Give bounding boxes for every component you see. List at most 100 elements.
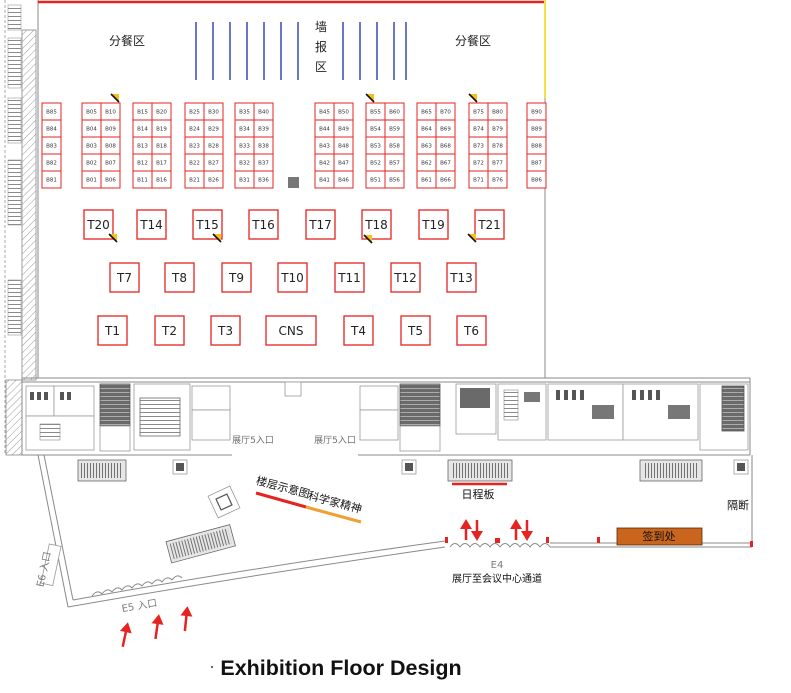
table-box [154,315,185,346]
booth-cell [41,170,62,189]
table-label: T1 [104,324,120,338]
booth-label: B23 [189,144,200,150]
booth-label: B82 [46,161,57,167]
hall-5-entrance-label: 展厅5入口 [314,435,356,446]
table-booth: T8 [164,262,195,293]
booth-label: B88 [531,144,542,150]
up-arrow-icon [119,622,132,648]
booth-label: B20 [156,110,167,116]
booth-label: B52 [370,161,381,167]
booth-cell [384,170,405,189]
e4-entrance-label: E4 [491,560,504,571]
up-arrow-icon [510,519,522,540]
table-box [474,209,505,240]
booth-label: B74 [473,127,484,133]
booth-label: B25 [189,110,200,116]
booth-label: B04 [86,127,97,133]
corner-markers [108,93,478,244]
booth-label: B84 [46,127,57,133]
table-booth: T3 [210,315,241,346]
booth-label: B53 [370,144,381,150]
table-label: T12 [393,271,417,285]
corner-marker [365,93,375,103]
table-box [265,315,317,346]
table-box [210,315,241,346]
dining-area-left-label: 分餐区 [109,33,145,48]
booth-label: B15 [137,110,148,116]
booth-label: B79 [492,127,503,133]
booth-label: B78 [492,144,503,150]
booth-rows: B85B84B83B82B81B05B04B03B02B01B10B09B08B… [41,102,547,189]
booth-label: B61 [421,178,432,184]
booth-label: B09 [105,127,116,133]
scientist-spirit-board [305,505,362,524]
booth-cell [151,170,172,189]
booth-label: B34 [239,127,250,133]
corner-marker [212,233,222,243]
check-in-desk [616,527,703,546]
booth-label: B66 [440,178,451,184]
check-in-label: 签到处 [643,529,676,543]
escalator [447,459,513,482]
booth-label: B24 [189,127,200,133]
booth-label: B90 [531,110,542,116]
booth-label: B22 [189,161,200,167]
table-label: T15 [195,218,219,232]
dining-area-right-label: 分餐区 [455,33,491,48]
corner-marker [363,234,373,244]
table-booth: T12 [390,262,421,293]
corner-marker [468,93,478,103]
booth-label: B73 [473,144,484,150]
booth-label: B57 [389,161,400,167]
booth-label: B86 [531,178,542,184]
stair-icon [7,4,22,31]
booth-label: B13 [137,144,148,150]
table-booth: T7 [109,262,140,293]
table-booth: CNS [265,315,317,346]
booth-label: B05 [86,110,97,116]
table-box [446,262,477,293]
booth-label: B75 [473,110,484,116]
table-booth: T5 [400,315,431,346]
down-arrow-icon [521,520,533,541]
table-box [456,315,487,346]
left-wall [4,0,39,455]
booth-label: B51 [370,178,381,184]
elevator-icon [733,459,749,475]
e5-entrance-label: E5 入口 [121,598,158,615]
table-label: T11 [337,271,361,285]
booth-label: B17 [156,161,167,167]
booth-label: B43 [319,144,330,150]
poster-area-label-char: 区 [315,60,327,74]
table-label: T20 [86,218,110,232]
table-label: T14 [139,218,163,232]
table-box [97,315,128,346]
stair-icon [139,397,181,437]
pillar [288,177,299,188]
title-bullet [210,665,214,669]
booth-label: B54 [370,127,381,133]
floor-map-label: 楼层示意图 [255,473,312,501]
booth-label: B38 [258,144,269,150]
corner-marker [108,233,118,243]
booth-label: B65 [421,110,432,116]
table-label: T3 [217,324,233,338]
table-box [343,315,374,346]
booth-label: B07 [105,161,116,167]
table-label: CNS [279,324,304,338]
escalator [165,524,236,564]
booth-label: B42 [319,161,330,167]
up-arrow-icon [180,606,193,632]
floor-map-board [255,491,307,509]
table-label: T7 [116,271,132,285]
booth-cell [435,170,456,189]
table-booth: T2 [154,315,185,346]
stair-icon [99,383,131,427]
